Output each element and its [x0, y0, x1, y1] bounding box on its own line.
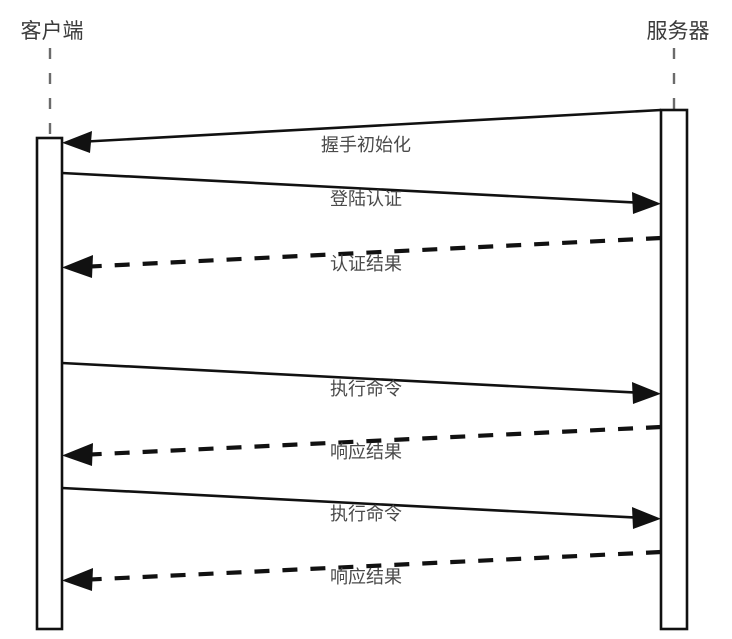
message-line-3 [79, 235, 662, 270]
arrow-head-3 [62, 255, 93, 278]
activation-bar-client [35, 136, 64, 631]
message-6-execute-command: 执行命令 [61, 486, 661, 529]
message-line-4 [61, 361, 645, 395]
message-2-login-auth: 登陆认证 [61, 171, 661, 214]
arrow-head-1 [62, 131, 92, 153]
message-7-response-result: 响应结果 [62, 549, 662, 591]
message-line-2 [61, 171, 645, 205]
actor-label-server: 服务器 [647, 19, 710, 43]
arrow-head-6 [632, 507, 661, 529]
arrow-head-5 [62, 443, 93, 466]
message-3-auth-result: 认证结果 [62, 235, 662, 278]
message-label-7: 响应结果 [330, 567, 402, 588]
message-label-1: 握手初始化 [321, 135, 411, 156]
message-line-1 [77, 108, 662, 144]
arrow-head-2 [632, 192, 661, 214]
message-label-5: 响应结果 [330, 442, 402, 463]
arrow-head-4 [632, 382, 661, 404]
activation-bar-server [659, 108, 689, 631]
message-label-3: 认证结果 [330, 254, 402, 275]
message-1-handshake-init: 握手初始化 [62, 108, 662, 156]
message-5-response-result: 响应结果 [62, 424, 662, 466]
actor-label-client: 客户端 [21, 19, 84, 43]
message-line-6 [61, 486, 645, 520]
message-4-execute-command: 执行命令 [61, 361, 661, 404]
message-label-6: 执行命令 [330, 504, 402, 525]
arrow-head-7 [62, 568, 93, 591]
message-label-4: 执行命令 [330, 379, 402, 400]
message-label-2: 登陆认证 [330, 189, 402, 210]
message-line-7 [79, 549, 662, 583]
message-line-5 [79, 424, 662, 458]
